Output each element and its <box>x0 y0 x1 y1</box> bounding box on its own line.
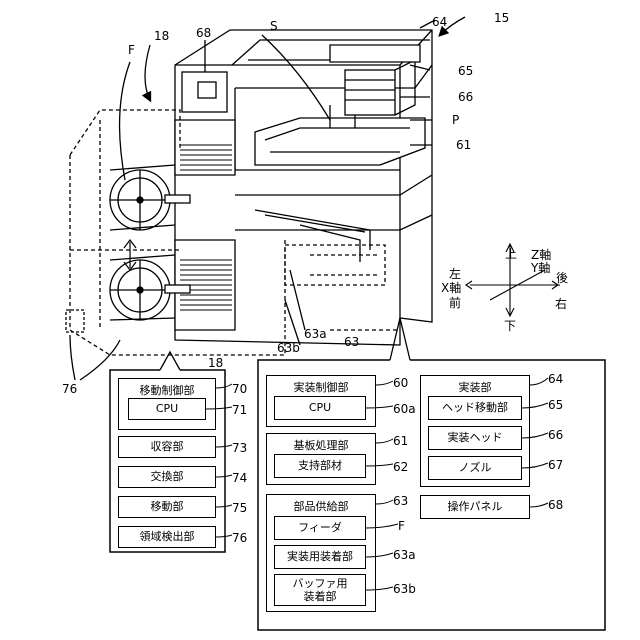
mount-unit-label: 実装部 <box>421 379 529 395</box>
ref-64: 64 <box>548 372 563 386</box>
axis-left: 左 <box>449 268 461 280</box>
ref-65-top: 65 <box>458 65 473 77</box>
ref-S: S <box>270 20 278 32</box>
ref-75: 75 <box>232 501 247 515</box>
ref-65: 65 <box>548 398 563 412</box>
ref-70: 70 <box>232 382 247 396</box>
axis-x: X軸 <box>441 282 461 294</box>
axis-y: Y軸 <box>531 262 550 274</box>
storage-box: 収容部 <box>118 436 216 458</box>
cpu-box-left: CPU <box>128 398 206 420</box>
ref-67: 67 <box>548 458 563 472</box>
ref-66: 66 <box>548 428 563 442</box>
ref-63: 63 <box>393 494 408 508</box>
axis-front: 前 <box>449 297 461 309</box>
feeder-box: フィーダ <box>274 516 366 540</box>
ref-F: F <box>128 44 135 56</box>
axis-right: 右 <box>555 298 567 310</box>
ref-73: 73 <box>232 441 247 455</box>
mount-control-label: 実装制御部 <box>267 379 375 395</box>
ref-68-top: 68 <box>196 27 211 39</box>
ref-63a-top: 63a <box>304 328 327 340</box>
head-move-box: ヘッド移動部 <box>428 396 522 420</box>
ref-60: 60 <box>393 376 408 390</box>
ref-F-block: F <box>398 519 405 533</box>
cpu-box-right: CPU <box>274 396 366 420</box>
ref-P: P <box>452 114 459 126</box>
ref-76: 76 <box>232 531 247 545</box>
nozzle-box: ノズル <box>428 456 522 480</box>
exchange-box: 交換部 <box>118 466 216 488</box>
mount-head-box: 実装ヘッド <box>428 426 522 450</box>
ref-74: 74 <box>232 471 247 485</box>
support-box: 支持部材 <box>274 454 366 478</box>
moving-box: 移動部 <box>118 496 216 518</box>
mount-attach-box: 実装用装着部 <box>274 545 366 569</box>
board-proc-label: 基板処理部 <box>267 437 375 453</box>
ref-15: 15 <box>494 12 509 24</box>
axis-up: 上 <box>505 248 517 260</box>
area-detect-box: 領域検出部 <box>118 526 216 548</box>
ref-68: 68 <box>548 498 563 512</box>
ref-63a: 63a <box>393 548 416 562</box>
ref-62: 62 <box>393 460 408 474</box>
ref-18-top: 18 <box>154 30 169 42</box>
ref-76-top: 76 <box>62 383 77 395</box>
move-control-label: 移動制御部 <box>119 382 215 398</box>
ref-61: 61 <box>393 434 408 448</box>
ref-66-top: 66 <box>458 91 473 103</box>
axis-z: Z軸 <box>531 249 551 261</box>
parts-supply-label: 部品供給部 <box>267 498 375 514</box>
axis-back: 後 <box>556 272 568 284</box>
ref-61-top: 61 <box>456 139 471 151</box>
ref-63b-top: 63b <box>277 342 300 354</box>
op-panel-box: 操作パネル <box>420 495 530 519</box>
ref-63-top: 63 <box>344 336 359 348</box>
ref-71: 71 <box>232 403 247 417</box>
ref-60a: 60a <box>393 402 416 416</box>
ref-64-top: 64 <box>432 16 447 28</box>
ref-18-block: 18 <box>208 357 223 369</box>
buffer-attach-box: バッファ用 装着部 <box>274 574 366 606</box>
axis-down: 下 <box>504 320 516 332</box>
ref-63b: 63b <box>393 582 416 596</box>
